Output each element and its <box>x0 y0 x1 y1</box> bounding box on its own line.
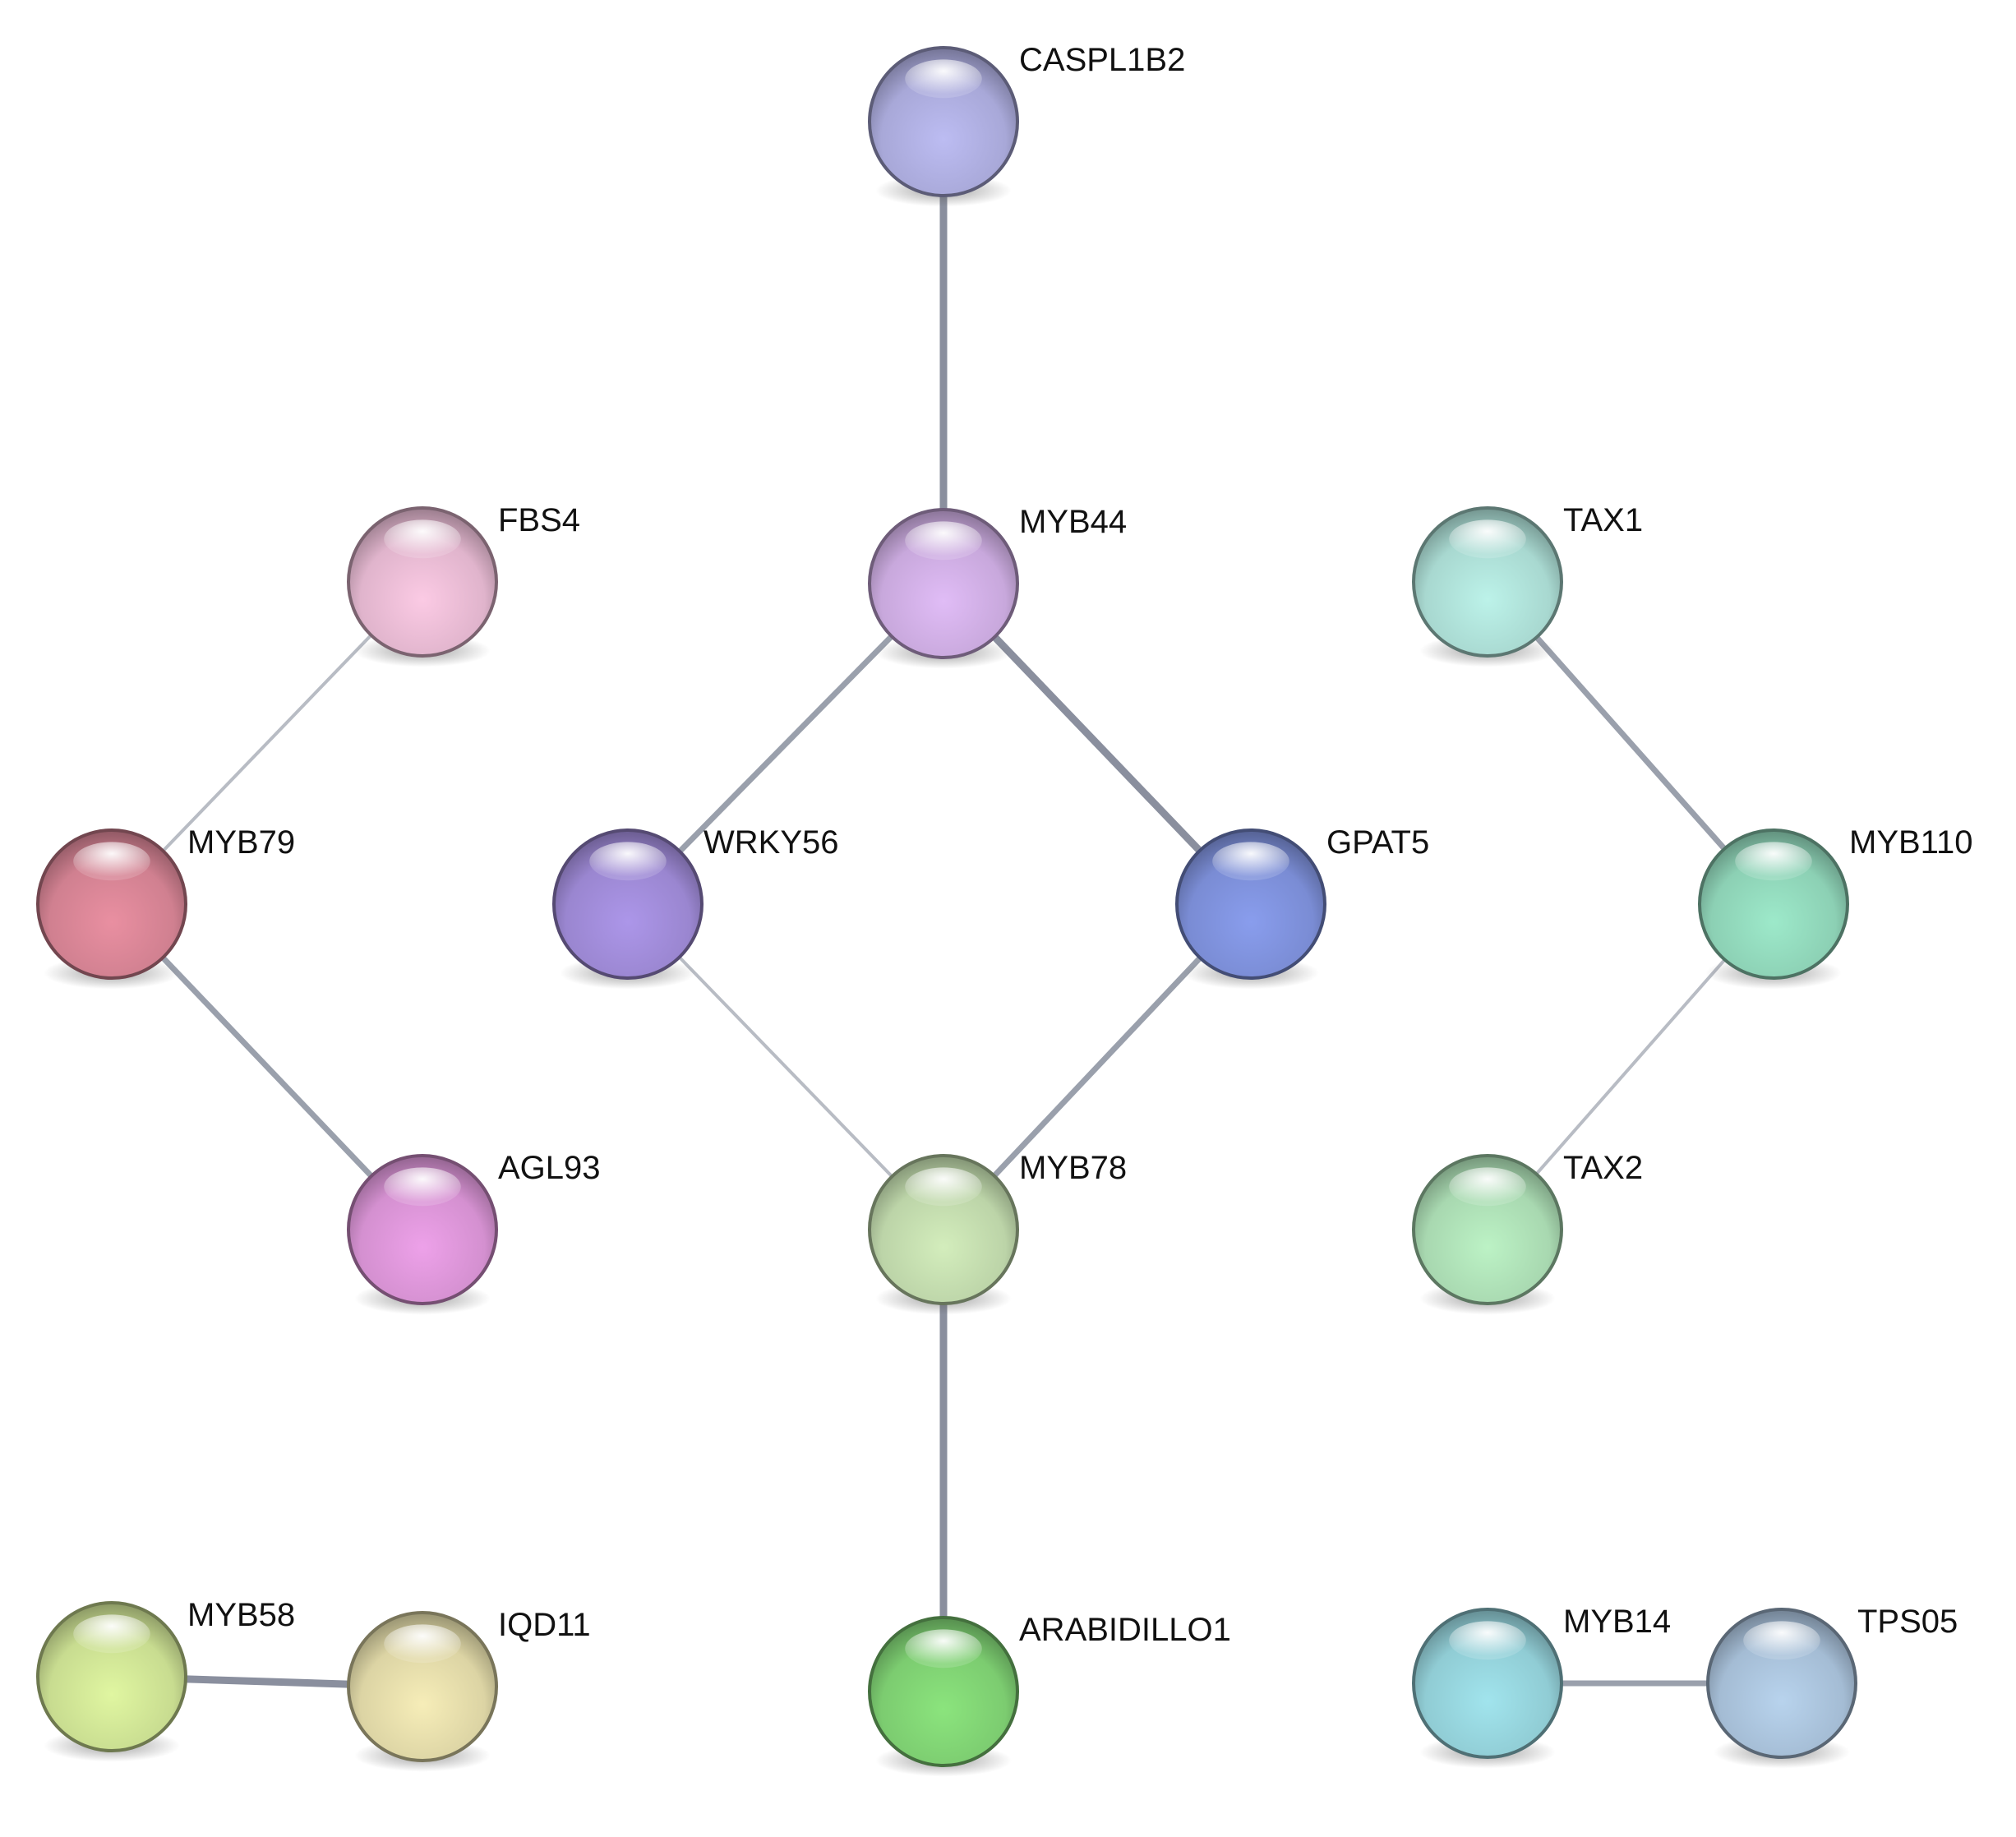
node-sphere[interactable] <box>1706 1608 1857 1759</box>
node-label: FBS4 <box>498 502 580 538</box>
node-tps05[interactable]: TPS05 <box>1706 1604 1958 1769</box>
node-fbs4[interactable]: FBS4 <box>347 502 580 667</box>
edges-layer <box>108 118 1785 1696</box>
node-sphere[interactable] <box>36 1601 187 1752</box>
node-myb44[interactable]: MYB44 <box>868 504 1127 669</box>
node-highlight <box>1212 842 1289 881</box>
node-highlight <box>1449 1621 1526 1660</box>
node-myb110[interactable]: MYB110 <box>1698 824 1972 990</box>
node-label: MYB78 <box>1019 1150 1127 1186</box>
node-sphere[interactable] <box>552 828 704 980</box>
node-label: TAX2 <box>1563 1150 1643 1186</box>
node-highlight <box>384 1624 461 1664</box>
node-label: TAX1 <box>1563 502 1643 538</box>
node-myb79[interactable]: MYB79 <box>36 824 295 990</box>
node-label: MYB110 <box>1849 824 1972 861</box>
node-highlight <box>589 842 667 881</box>
node-tax2[interactable]: TAX2 <box>1412 1150 1643 1315</box>
node-agl93[interactable]: AGL93 <box>347 1150 601 1315</box>
node-highlight <box>73 1614 150 1654</box>
node-sphere[interactable] <box>347 506 498 658</box>
node-label: MYB58 <box>187 1597 295 1633</box>
node-tax1[interactable]: TAX1 <box>1412 502 1643 667</box>
node-highlight <box>384 519 461 559</box>
node-highlight <box>384 1167 461 1207</box>
node-label: WRKY56 <box>704 824 839 861</box>
node-highlight <box>73 842 150 881</box>
node-sphere[interactable] <box>868 508 1019 659</box>
node-sphere[interactable] <box>347 1154 498 1305</box>
node-label: AGL93 <box>498 1150 601 1186</box>
node-sphere[interactable] <box>1412 1154 1563 1305</box>
node-label: MYB79 <box>187 824 295 861</box>
node-label: MYB14 <box>1563 1604 1671 1640</box>
node-gpat5[interactable]: GPAT5 <box>1175 824 1429 990</box>
node-sphere[interactable] <box>1175 828 1326 980</box>
node-highlight <box>905 521 982 561</box>
node-sphere[interactable] <box>868 1154 1019 1305</box>
node-highlight <box>1743 1621 1820 1660</box>
node-arabidillo1[interactable]: ARABIDILLO1 <box>868 1612 1231 1777</box>
node-wrky56[interactable]: WRKY56 <box>552 824 839 990</box>
node-label: ARABIDILLO1 <box>1019 1612 1231 1648</box>
node-label: IQD11 <box>498 1607 591 1643</box>
node-highlight <box>1449 519 1526 559</box>
node-highlight <box>905 1167 982 1207</box>
node-myb58[interactable]: MYB58 <box>36 1597 295 1762</box>
node-myb14[interactable]: MYB14 <box>1412 1604 1671 1769</box>
node-highlight <box>905 59 982 99</box>
node-label: MYB44 <box>1019 504 1127 540</box>
node-highlight <box>1735 842 1812 881</box>
node-sphere[interactable] <box>1412 506 1563 658</box>
node-sphere[interactable] <box>347 1611 498 1762</box>
node-caspl1b2[interactable]: CASPL1B2 <box>868 42 1185 207</box>
node-sphere[interactable] <box>36 828 187 980</box>
node-sphere[interactable] <box>1698 828 1849 980</box>
node-highlight <box>1449 1167 1526 1207</box>
node-iqd11[interactable]: IQD11 <box>347 1607 591 1772</box>
node-label: GPAT5 <box>1326 824 1429 861</box>
node-label: TPS05 <box>1857 1604 1958 1640</box>
node-label: CASPL1B2 <box>1019 42 1185 78</box>
node-sphere[interactable] <box>868 1616 1019 1767</box>
node-sphere[interactable] <box>868 46 1019 197</box>
node-myb78[interactable]: MYB78 <box>868 1150 1127 1315</box>
node-highlight <box>905 1629 982 1669</box>
node-sphere[interactable] <box>1412 1608 1563 1759</box>
